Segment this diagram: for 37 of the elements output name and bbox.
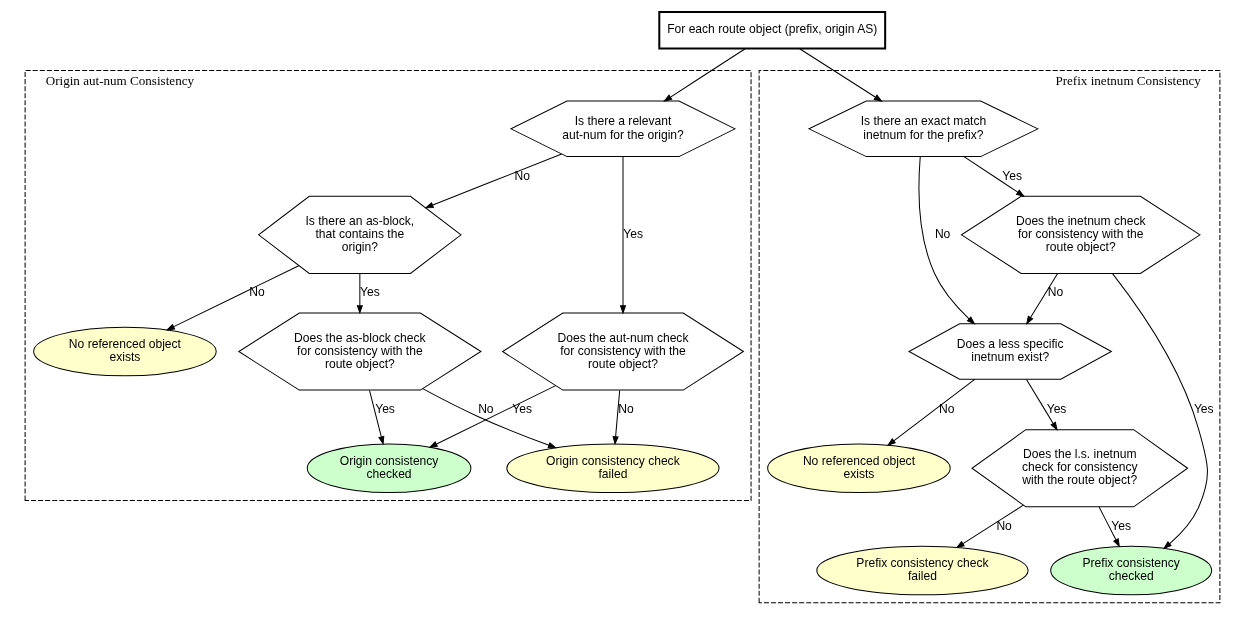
arrow bbox=[165, 265, 300, 331]
arrow bbox=[1025, 273, 1058, 325]
node-ellipse: No referenced object exists bbox=[33, 326, 217, 377]
arrow bbox=[1112, 273, 1208, 550]
arrow bbox=[619, 156, 627, 315]
arrow bbox=[918, 156, 976, 325]
node-ellipse: No referenced object exists bbox=[767, 443, 951, 494]
edge-label: No bbox=[618, 402, 634, 417]
arrow bbox=[798, 48, 883, 102]
arrow bbox=[886, 378, 976, 447]
edge-label: No bbox=[996, 518, 1012, 533]
edge-label: Yes bbox=[360, 285, 380, 300]
arrow bbox=[663, 48, 747, 102]
node-ellipse: Prefix consistency check failed bbox=[816, 545, 1029, 596]
arrow bbox=[955, 504, 1024, 549]
edge-label: Yes bbox=[375, 402, 395, 417]
arrow bbox=[1098, 506, 1120, 548]
node-box: For each route object (prefix, origin AS) bbox=[658, 11, 887, 50]
edge-label: Yes bbox=[1002, 168, 1023, 183]
node-ellipse: Prefix consistency checked bbox=[1050, 545, 1213, 596]
edge-label: Yes bbox=[512, 402, 533, 417]
edge-label: No bbox=[514, 168, 530, 183]
edge-label: No bbox=[249, 285, 265, 300]
arrow bbox=[369, 389, 385, 446]
arrow bbox=[1026, 378, 1058, 431]
edge-label: Yes bbox=[623, 226, 643, 241]
edge-label: Yes bbox=[1111, 518, 1131, 533]
edge-label: Yes bbox=[1193, 402, 1214, 417]
edge-label: No bbox=[934, 226, 951, 241]
edge-label: No bbox=[938, 402, 955, 417]
arrow bbox=[356, 273, 364, 315]
edge-label: No bbox=[1047, 285, 1064, 300]
edge-label: No bbox=[478, 402, 494, 417]
arrow bbox=[963, 156, 1026, 197]
arrow bbox=[612, 389, 621, 446]
edge-label: Yes bbox=[1046, 402, 1067, 417]
arrow bbox=[424, 153, 563, 209]
